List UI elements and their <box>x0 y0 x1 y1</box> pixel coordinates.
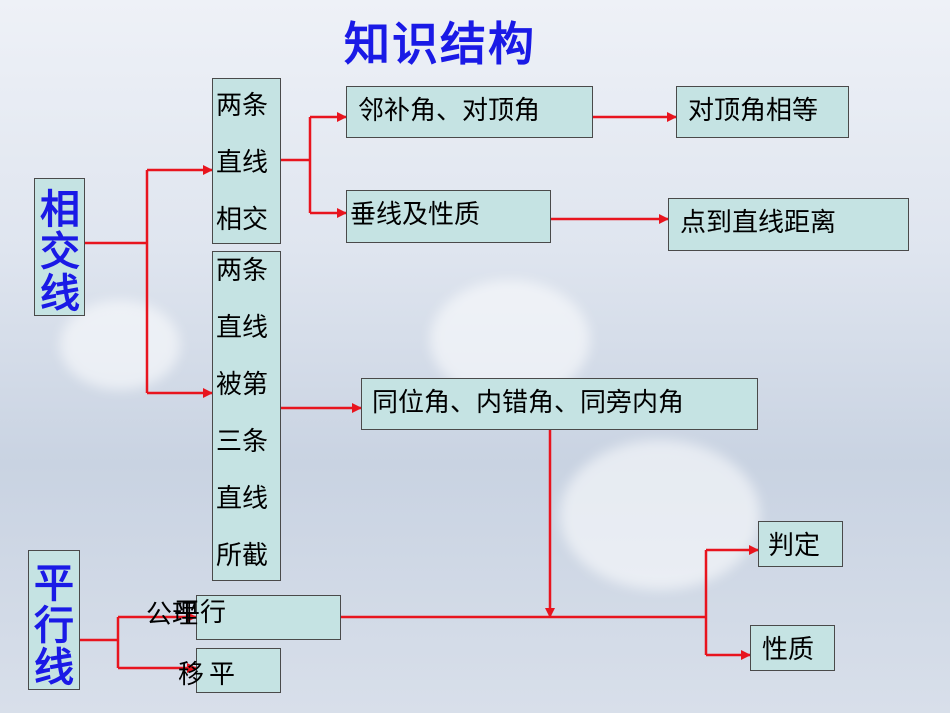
translation-box <box>196 648 281 693</box>
corresponding-angles-text: 同位角、内错角、同旁内角 <box>372 388 685 418</box>
intersecting-lines-char: 交 <box>40 229 80 275</box>
cut-line: 直线 <box>216 484 269 514</box>
translation-text-a: 平 <box>209 660 236 690</box>
cut-line: 直线 <box>216 313 269 343</box>
intersecting-lines-char: 相 <box>40 187 80 233</box>
adjacent-vertical-text: 邻补角、对顶角 <box>358 96 541 126</box>
translation-text-b: 移 <box>178 660 205 690</box>
intersect-line: 直线 <box>216 148 269 178</box>
parallel-lines-box <box>28 550 80 690</box>
property-text: 性质 <box>762 635 815 665</box>
cut-line: 被第 <box>216 370 269 400</box>
page-title: 知识结构 <box>344 17 536 71</box>
intersecting-lines-char: 线 <box>40 271 80 317</box>
intersect-line: 相交 <box>216 205 269 235</box>
intersecting-lines-box <box>34 178 85 316</box>
property-box <box>750 625 835 671</box>
cut-line: 三条 <box>216 427 269 457</box>
judge-text: 判定 <box>768 531 821 561</box>
distance-text: 点到直线距离 <box>680 208 837 238</box>
axiom-text: 公理 <box>146 600 199 630</box>
parallel-lines-char: 线 <box>34 645 74 691</box>
vertical-equal-text: 对顶角相等 <box>688 96 819 126</box>
parallel-axiom-text: 平行 <box>174 598 227 628</box>
vertical-equal-box <box>676 86 849 138</box>
judge-box <box>758 521 843 567</box>
distance-box <box>668 198 909 251</box>
perpendicular-text: 垂线及性质 <box>350 200 481 230</box>
two-lines-intersect-box <box>212 78 281 244</box>
parallel-lines-char: 行 <box>34 603 74 649</box>
intersect-line: 两条 <box>216 91 269 121</box>
parallel-axiom-box <box>196 595 341 640</box>
cut-line: 所截 <box>216 541 269 571</box>
cut-by-third-box <box>212 251 281 581</box>
perpendicular-box <box>346 190 551 243</box>
cut-line: 两条 <box>216 256 269 286</box>
adjacent-vertical-box <box>346 86 593 138</box>
corresponding-angles-box <box>361 378 758 430</box>
background-glow <box>560 440 760 590</box>
parallel-lines-char: 平 <box>34 561 74 607</box>
